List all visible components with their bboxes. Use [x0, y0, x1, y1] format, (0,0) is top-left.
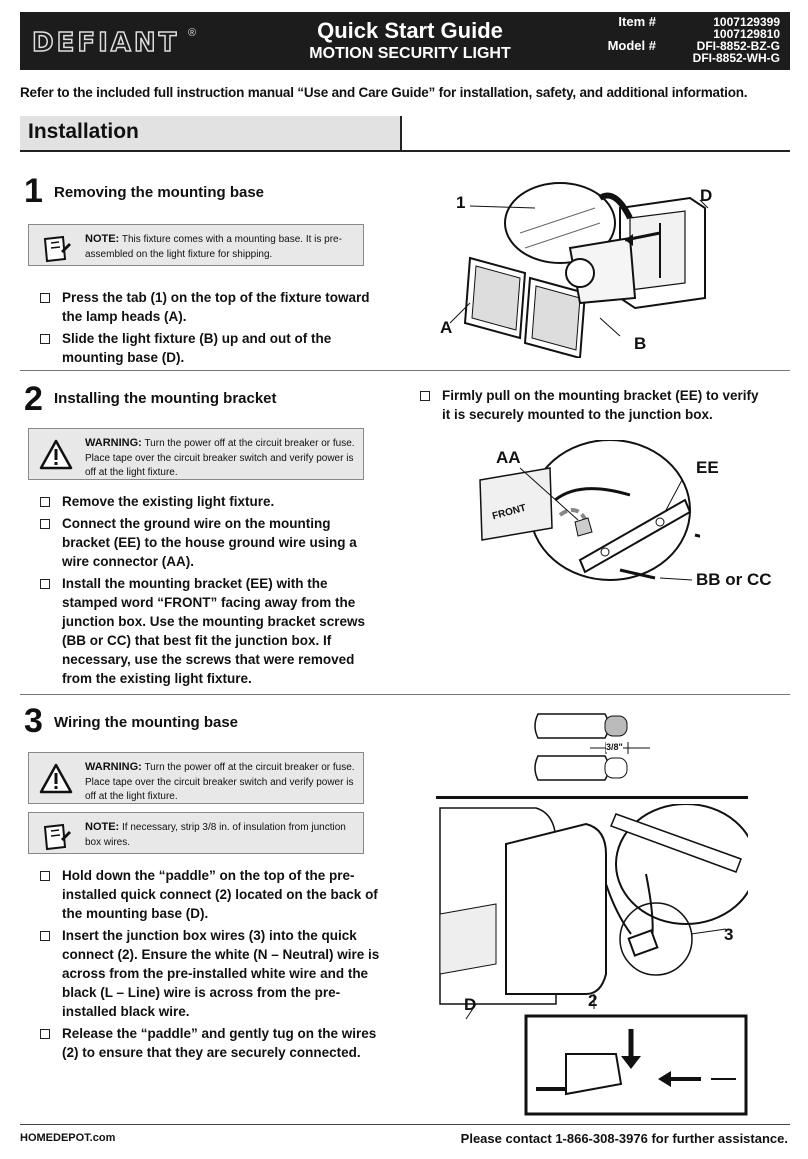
note-icon	[43, 235, 71, 263]
mounting-bracket-illustration	[479, 440, 700, 581]
step-title: Installing the mounting bracket	[54, 390, 277, 407]
list-item: Insert the junction box wires (3) into t…	[28, 926, 386, 1021]
figure-callout: 3	[724, 925, 734, 944]
intro-text: Refer to the included full instruction m…	[20, 85, 748, 100]
note-box: NOTE: This fixture comes with a mounting…	[28, 224, 364, 266]
strip-length-label: 3/8"	[606, 742, 623, 752]
brand-logo: DEFIANT	[31, 27, 180, 59]
list-item: Press the tab (1) on the top of the fixt…	[28, 288, 373, 326]
figure-callout: AA	[496, 448, 521, 467]
step-3-list: Hold down the “paddle” on the top of the…	[28, 866, 386, 1065]
model-number: DFI-8852-WH-G	[692, 51, 780, 65]
figure-callout: D	[464, 995, 477, 1014]
list-item: Firmly pull on the mounting bracket (EE)…	[408, 386, 768, 424]
model-label: Model #	[607, 38, 656, 53]
wiring-illustration	[439, 804, 748, 1116]
mounting-base-illustration	[449, 182, 709, 358]
warning-icon	[39, 439, 73, 470]
list-item: Release the “paddle” and gently tug on t…	[28, 1024, 386, 1062]
list-item: Remove the existing light fixture.	[28, 492, 378, 511]
figure-divider	[436, 796, 748, 799]
list-item: Connect the ground wire on the mounting …	[28, 514, 378, 571]
product-numbers: Item # 1007129399 1007129810 Model # DFI-8…	[592, 14, 780, 65]
footer-website: HOMEDEPOT.com	[20, 1132, 116, 1144]
warning-text: Turn the power off at the circuit breake…	[85, 438, 355, 478]
note-box: NOTE: If necessary, strip 3/8 in. of ins…	[28, 812, 364, 854]
note-label: NOTE:	[85, 821, 120, 833]
step-2-list: Remove the existing light fixture. Conne…	[28, 492, 378, 691]
figure-callout: BB or CC	[696, 570, 772, 589]
warning-label: WARNING:	[85, 437, 142, 449]
list-item: Hold down the “paddle” on the top of the…	[28, 866, 386, 923]
step-number: 2	[24, 380, 43, 418]
note-label: NOTE:	[85, 233, 120, 245]
product-subtitle: MOTION SECURITY LIGHT	[309, 45, 511, 62]
warning-box: WARNING: Turn the power off at the circu…	[28, 752, 364, 804]
note-text: If necessary, strip 3/8 in. of insulatio…	[85, 822, 346, 848]
item-number: 1007129810	[713, 27, 780, 41]
step-title: Wiring the mounting base	[54, 714, 239, 731]
registered-mark: ®	[188, 27, 197, 39]
item-label: Item #	[618, 14, 656, 29]
model-number: DFI-8852-BZ-G	[696, 39, 780, 53]
step-number: 3	[24, 702, 43, 740]
section-title: Installation	[28, 120, 139, 143]
note-text: This fixture comes with a mounting base.…	[85, 234, 342, 260]
figure-callout: 1	[456, 193, 466, 212]
step-divider	[20, 694, 790, 695]
warning-box: WARNING: Turn the power off at the circu…	[28, 428, 364, 480]
step-2-right-list: Firmly pull on the mounting bracket (EE)…	[408, 386, 768, 427]
step-1-list: Press the tab (1) on the top of the fixt…	[28, 288, 373, 370]
section-header: Installation	[20, 116, 402, 150]
step-number: 1	[24, 172, 43, 210]
wire-strip-illustration	[534, 713, 650, 781]
footer-divider	[20, 1124, 790, 1125]
warning-icon	[39, 763, 73, 794]
item-number: 1007129399	[713, 15, 780, 29]
figure-callout: D	[700, 186, 713, 205]
figure-callout: 2	[588, 991, 598, 1010]
figure-callout: A	[440, 318, 453, 337]
footer-contact: Please contact 1-866-308-3976 for furthe…	[460, 1131, 788, 1146]
list-item: Install the mounting bracket (EE) with t…	[28, 574, 378, 688]
warning-text: Turn the power off at the circuit breake…	[85, 762, 355, 802]
step-divider	[20, 370, 790, 371]
guide-title: Quick Start Guide	[317, 18, 503, 43]
header-banner: DEFIANT ® Quick Start Guide MOTION SECUR…	[20, 12, 790, 70]
warning-label: WARNING:	[85, 761, 142, 773]
section-divider	[20, 150, 790, 152]
figure-callout: EE	[696, 458, 719, 477]
step-title: Removing the mounting base	[54, 184, 265, 201]
list-item: Slide the light fixture (B) up and out o…	[28, 329, 373, 367]
figure-callout: B	[634, 334, 647, 353]
note-icon	[43, 823, 71, 851]
